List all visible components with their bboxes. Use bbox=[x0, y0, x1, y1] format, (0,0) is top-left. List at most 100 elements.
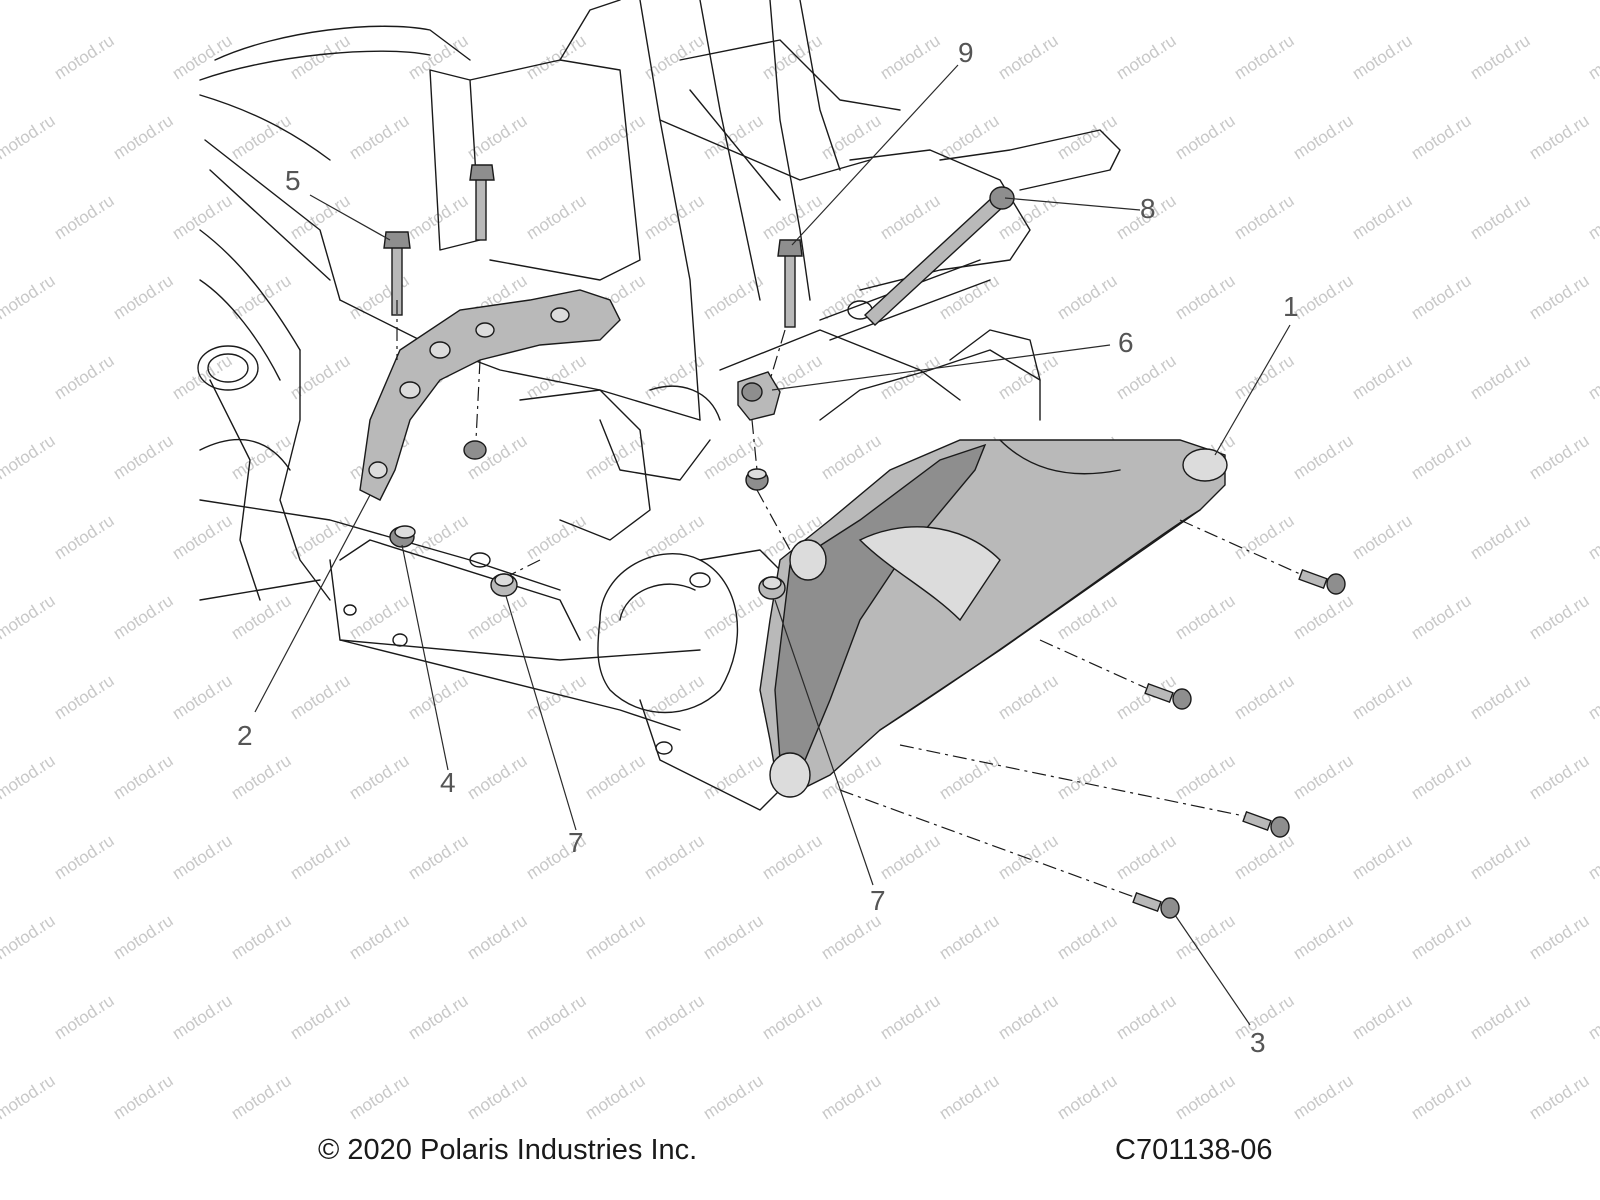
watermark-text: motod.ru bbox=[228, 591, 295, 643]
watermark-text: motod.ru bbox=[287, 991, 354, 1043]
watermark-text: motod.ru bbox=[1054, 111, 1121, 163]
watermark-text: motod.ru bbox=[1467, 831, 1534, 883]
watermark-text: motod.ru bbox=[1290, 271, 1357, 323]
watermark-text: motod.ru bbox=[0, 271, 58, 323]
watermark-text: motod.ru bbox=[1349, 351, 1416, 403]
watermark-text: motod.ru bbox=[1172, 911, 1239, 963]
watermark-text: motod.ru bbox=[1408, 271, 1475, 323]
watermark-text: motod.ru bbox=[1290, 1071, 1357, 1123]
watermark-text: motod.ru bbox=[1585, 191, 1600, 243]
watermark-text: motod.ru bbox=[1172, 591, 1239, 643]
flange-nut-part-7-left bbox=[490, 573, 518, 597]
watermark-text: motod.ru bbox=[1054, 0, 1121, 3]
watermark-text: motod.ru bbox=[700, 111, 767, 163]
watermark-text: motod.ru bbox=[287, 831, 354, 883]
watermark-text: motod.ru bbox=[1349, 831, 1416, 883]
watermark-text: motod.ru bbox=[936, 1071, 1003, 1123]
watermark-text: motod.ru bbox=[405, 511, 472, 563]
watermark-text: motod.ru bbox=[1349, 671, 1416, 723]
watermark-text: motod.ru bbox=[1526, 1071, 1593, 1123]
watermark-text: motod.ru bbox=[523, 991, 590, 1043]
watermark-text: motod.ru bbox=[641, 671, 708, 723]
watermark-text: motod.ru bbox=[1526, 271, 1593, 323]
pivot-shaft-part-8 bbox=[863, 186, 1015, 326]
watermark-text: motod.ru bbox=[1290, 751, 1357, 803]
watermark-text: motod.ru bbox=[1054, 911, 1121, 963]
flange-bolt-3 bbox=[1242, 810, 1290, 838]
watermark-text: motod.ru bbox=[877, 191, 944, 243]
watermark-text: motod.ru bbox=[346, 111, 413, 163]
watermark-text: motod.ru bbox=[818, 911, 885, 963]
watermark-text: motod.ru bbox=[1526, 0, 1593, 3]
watermark-text: motod.ru bbox=[1349, 191, 1416, 243]
watermark-text: motod.ru bbox=[228, 431, 295, 483]
flange-bolt-4 bbox=[1132, 891, 1180, 919]
watermark-text: motod.ru bbox=[1290, 911, 1357, 963]
watermark-text: motod.ru bbox=[228, 751, 295, 803]
watermark-text: motod.ru bbox=[641, 511, 708, 563]
watermark-text: motod.ru bbox=[1408, 751, 1475, 803]
watermark-text: motod.ru bbox=[523, 671, 590, 723]
watermark-text: motod.ru bbox=[936, 751, 1003, 803]
watermark-text: motod.ru bbox=[228, 0, 295, 3]
watermark-text: motod.ru bbox=[464, 591, 531, 643]
watermark-text: motod.ru bbox=[228, 1071, 295, 1123]
drawing-code: C701138-06 bbox=[1115, 1134, 1273, 1166]
callout-6: 6 bbox=[1118, 327, 1134, 358]
watermark-text: motod.ru bbox=[110, 0, 177, 3]
watermark-text: motod.ru bbox=[1526, 591, 1593, 643]
watermark-text: motod.ru bbox=[1408, 911, 1475, 963]
watermark-text: motod.ru bbox=[405, 831, 472, 883]
watermark-text: motod.ru bbox=[1172, 111, 1239, 163]
watermark-text: motod.ru bbox=[405, 31, 472, 83]
callout-5: 5 bbox=[285, 165, 301, 196]
watermark-text: motod.ru bbox=[641, 991, 708, 1043]
watermark-text: motod.ru bbox=[169, 191, 236, 243]
watermark-text: motod.ru bbox=[51, 351, 118, 403]
watermark-text: motod.ru bbox=[582, 751, 649, 803]
watermark-text: motod.ru bbox=[346, 0, 413, 3]
watermark-text: motod.ru bbox=[1467, 991, 1534, 1043]
a-arm-part-1 bbox=[759, 439, 1228, 798]
watermark-text: motod.ru bbox=[1054, 751, 1121, 803]
watermark-text: motod.ru bbox=[818, 0, 885, 3]
watermark-text: motod.ru bbox=[1172, 751, 1239, 803]
callout-9: 9 bbox=[958, 37, 974, 68]
watermark-text: motod.ru bbox=[936, 0, 1003, 3]
watermark-text: motod.ru bbox=[51, 191, 118, 243]
watermark-text: motod.ru bbox=[936, 911, 1003, 963]
callout-4: 4 bbox=[440, 767, 456, 798]
watermark-text: motod.ru bbox=[464, 1071, 531, 1123]
flange-bolts-part-3 bbox=[1132, 568, 1346, 919]
watermark-text: motod.ru bbox=[0, 1071, 58, 1123]
watermark-text: motod.ru bbox=[523, 511, 590, 563]
watermark-text: motod.ru bbox=[1526, 911, 1593, 963]
watermark-text: motod.ru bbox=[1467, 671, 1534, 723]
watermark-text: motod.ru bbox=[110, 431, 177, 483]
watermark-text: motod.ru bbox=[582, 111, 649, 163]
watermark-text: motod.ru bbox=[1467, 351, 1534, 403]
watermark-text: motod.ru bbox=[1585, 671, 1600, 723]
watermark-text: motod.ru bbox=[995, 31, 1062, 83]
watermark-text: motod.ru bbox=[1585, 351, 1600, 403]
callout-8: 8 bbox=[1140, 193, 1156, 224]
nut-upper-right bbox=[745, 468, 769, 491]
watermark-text: motod.ru bbox=[169, 831, 236, 883]
flange-bolt-1 bbox=[1298, 568, 1346, 595]
watermark-text: motod.ru bbox=[641, 831, 708, 883]
watermark-text: motod.ru bbox=[169, 351, 236, 403]
watermark-text: motod.ru bbox=[110, 591, 177, 643]
watermark-text: motod.ru bbox=[169, 671, 236, 723]
bolt-upper-plate bbox=[469, 164, 495, 241]
watermark-text: motod.ru bbox=[110, 271, 177, 323]
bolt-part-9 bbox=[777, 239, 803, 328]
assembly-centerlines bbox=[396, 300, 1301, 898]
watermark-text: motod.ru bbox=[405, 991, 472, 1043]
watermark-text: motod.ru bbox=[1408, 1071, 1475, 1123]
watermark-text: motod.ru bbox=[1349, 31, 1416, 83]
watermark-text: motod.ru bbox=[582, 911, 649, 963]
watermark-text: motod.ru bbox=[700, 0, 767, 3]
watermark-text: motod.ru bbox=[582, 591, 649, 643]
watermark-text: motod.ru bbox=[759, 831, 826, 883]
